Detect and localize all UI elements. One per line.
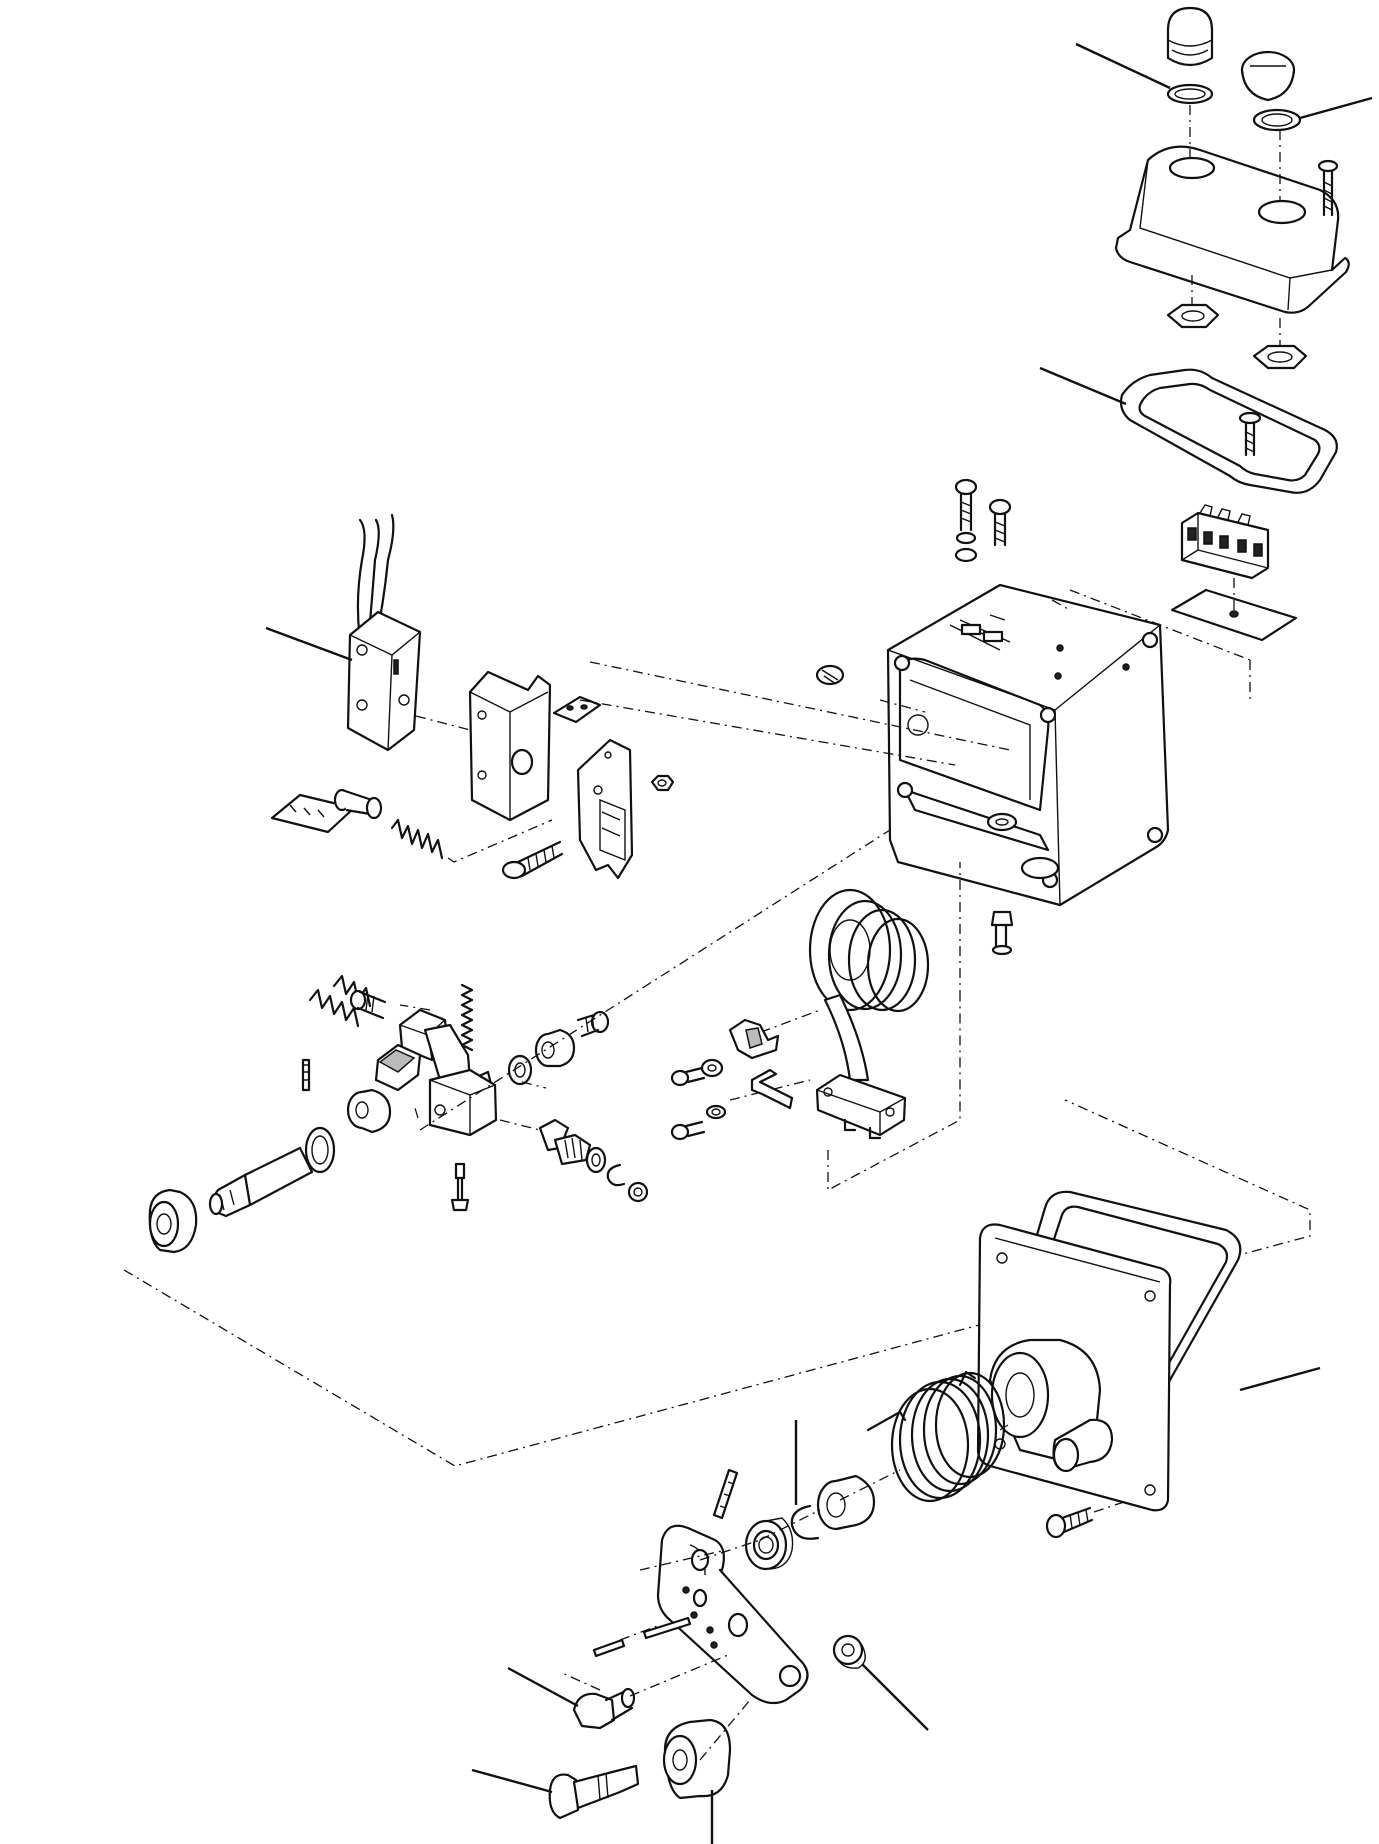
hex-nut-right — [1252, 318, 1308, 370]
hex-nut-left — [1166, 275, 1220, 329]
micro-switch — [265, 610, 422, 752]
bolt-a — [576, 1010, 610, 1038]
roll-pin-top — [712, 1468, 739, 1520]
washer-b — [585, 1146, 607, 1174]
top-cap-right — [1240, 50, 1296, 102]
cover-housing — [1114, 105, 1350, 314]
housing-screw-left — [954, 478, 978, 563]
main-housing — [886, 583, 1170, 907]
bottom-screw-mid — [450, 1162, 470, 1212]
vertical-spring — [460, 983, 474, 1052]
terminal-base-plate — [1170, 578, 1298, 642]
latch-screw-a — [670, 1058, 724, 1087]
cover-gasket — [1039, 366, 1338, 494]
bushing-a — [534, 1028, 576, 1068]
shoulder-bolt — [507, 1654, 729, 1730]
lever-nut-c — [832, 1634, 929, 1731]
lever-nut — [650, 774, 675, 792]
dashed-connectors-switch — [415, 589, 1251, 863]
housing-bottom-screw — [990, 910, 1014, 956]
latch-piece — [728, 1018, 780, 1060]
plug-small — [815, 664, 845, 686]
roller-c — [662, 1718, 732, 1844]
o-ring-right — [1252, 108, 1302, 132]
bracket-screw — [501, 840, 564, 880]
cover-plate — [976, 1223, 1172, 1512]
leader-lines-top — [1075, 42, 1373, 120]
small-spring — [390, 818, 444, 860]
pin-b — [642, 1616, 692, 1640]
pin-top — [301, 1058, 311, 1092]
nut-b — [627, 1181, 649, 1203]
washer-a — [507, 1054, 533, 1086]
output-lever — [656, 1524, 809, 1705]
dashed-connectors-lower — [559, 1424, 1009, 1761]
o-ring-left — [1166, 83, 1214, 105]
switch-bracket — [468, 670, 552, 822]
pivot-pin — [471, 1764, 640, 1820]
cover-screw-top — [1317, 159, 1339, 217]
lever-arm — [423, 1023, 498, 1137]
latch-bracket — [750, 1068, 794, 1110]
top-cap-left — [1166, 6, 1214, 67]
spring-bushing — [816, 1474, 876, 1531]
main-shaft — [208, 1126, 336, 1218]
pin-a — [592, 1638, 626, 1658]
dashed-connectors-shaft — [123, 829, 1311, 1467]
roller-pin — [333, 788, 383, 820]
bushing-b — [346, 1088, 392, 1134]
spring-left — [308, 974, 372, 1028]
snap-ring-c — [790, 1420, 820, 1540]
snap-ring-b — [606, 1163, 626, 1187]
latch-screw-b — [670, 1104, 727, 1141]
set-screw-top — [349, 989, 387, 1020]
coil-guide — [808, 888, 930, 1140]
roller-bushing — [148, 1188, 198, 1254]
terminal-block — [1180, 504, 1270, 580]
detent-plunger — [538, 1118, 592, 1166]
small-plate — [552, 695, 602, 724]
housing-screw-right — [988, 498, 1012, 547]
gasket-screw — [1238, 411, 1262, 457]
torsion-spring — [866, 1370, 1006, 1503]
lever-plate — [576, 738, 634, 880]
cover-plate-screw — [1045, 1501, 1125, 1539]
bearing-c — [744, 1517, 794, 1571]
